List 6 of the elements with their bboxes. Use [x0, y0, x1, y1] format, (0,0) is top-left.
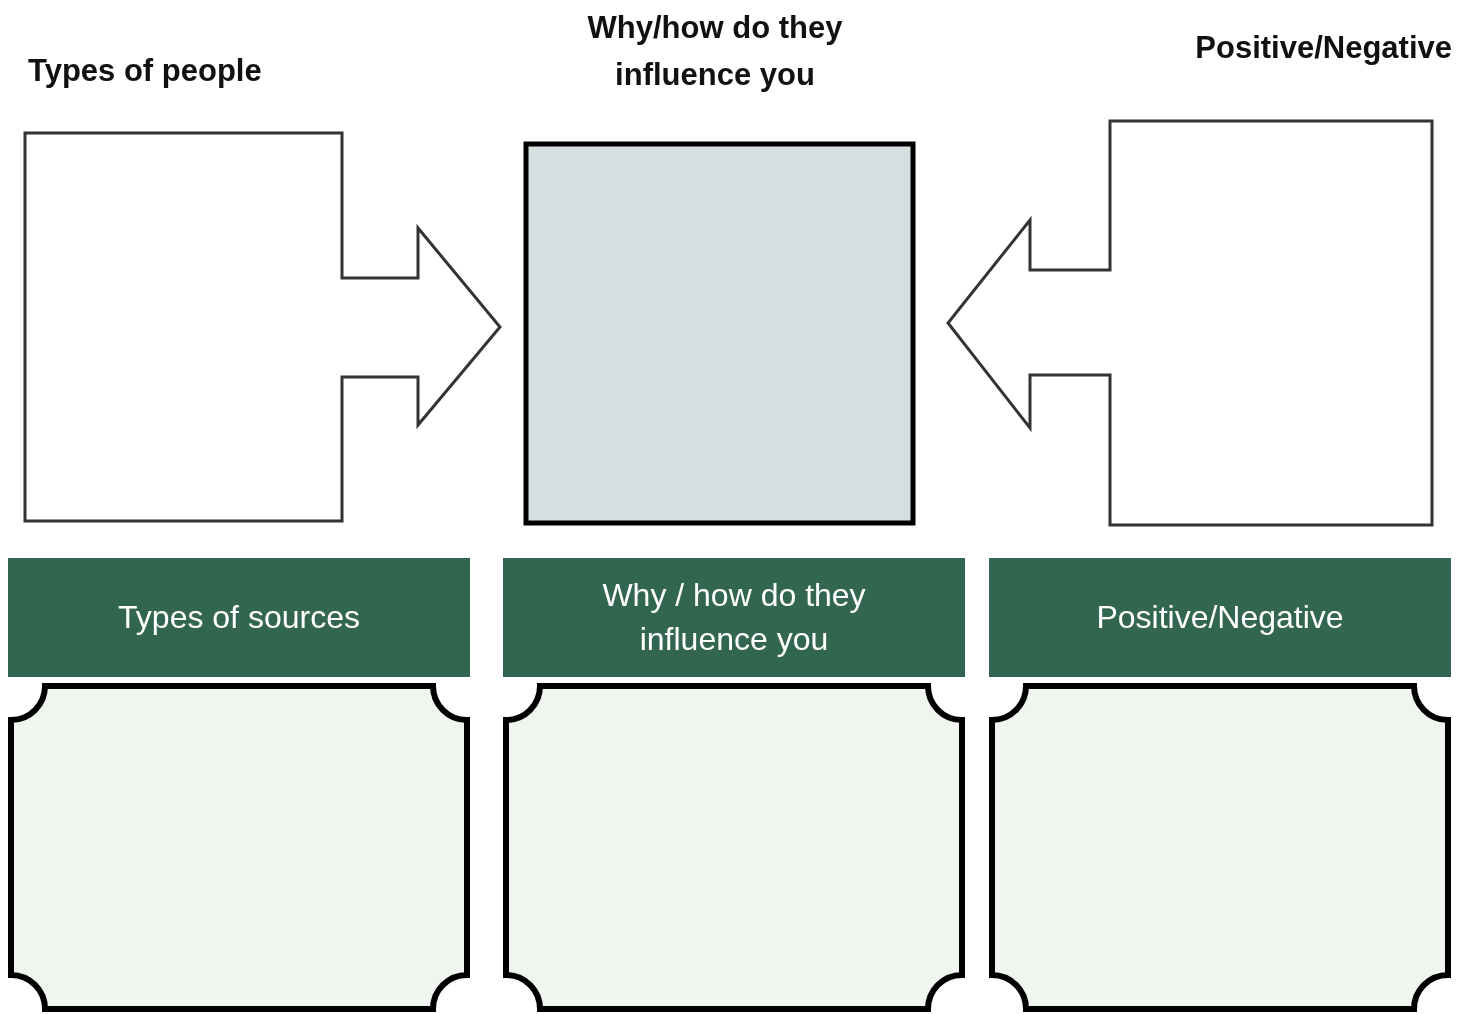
- column-heading: Types of people: [28, 52, 263, 90]
- column-header: Why / how do they influence you: [503, 558, 965, 677]
- column-header: Positive/Negative: [989, 558, 1451, 677]
- column-header: Types of sources: [8, 558, 470, 677]
- column-heading: Why/how do they influence you: [586, 9, 844, 94]
- column-heading: Positive/Negative: [1194, 29, 1452, 67]
